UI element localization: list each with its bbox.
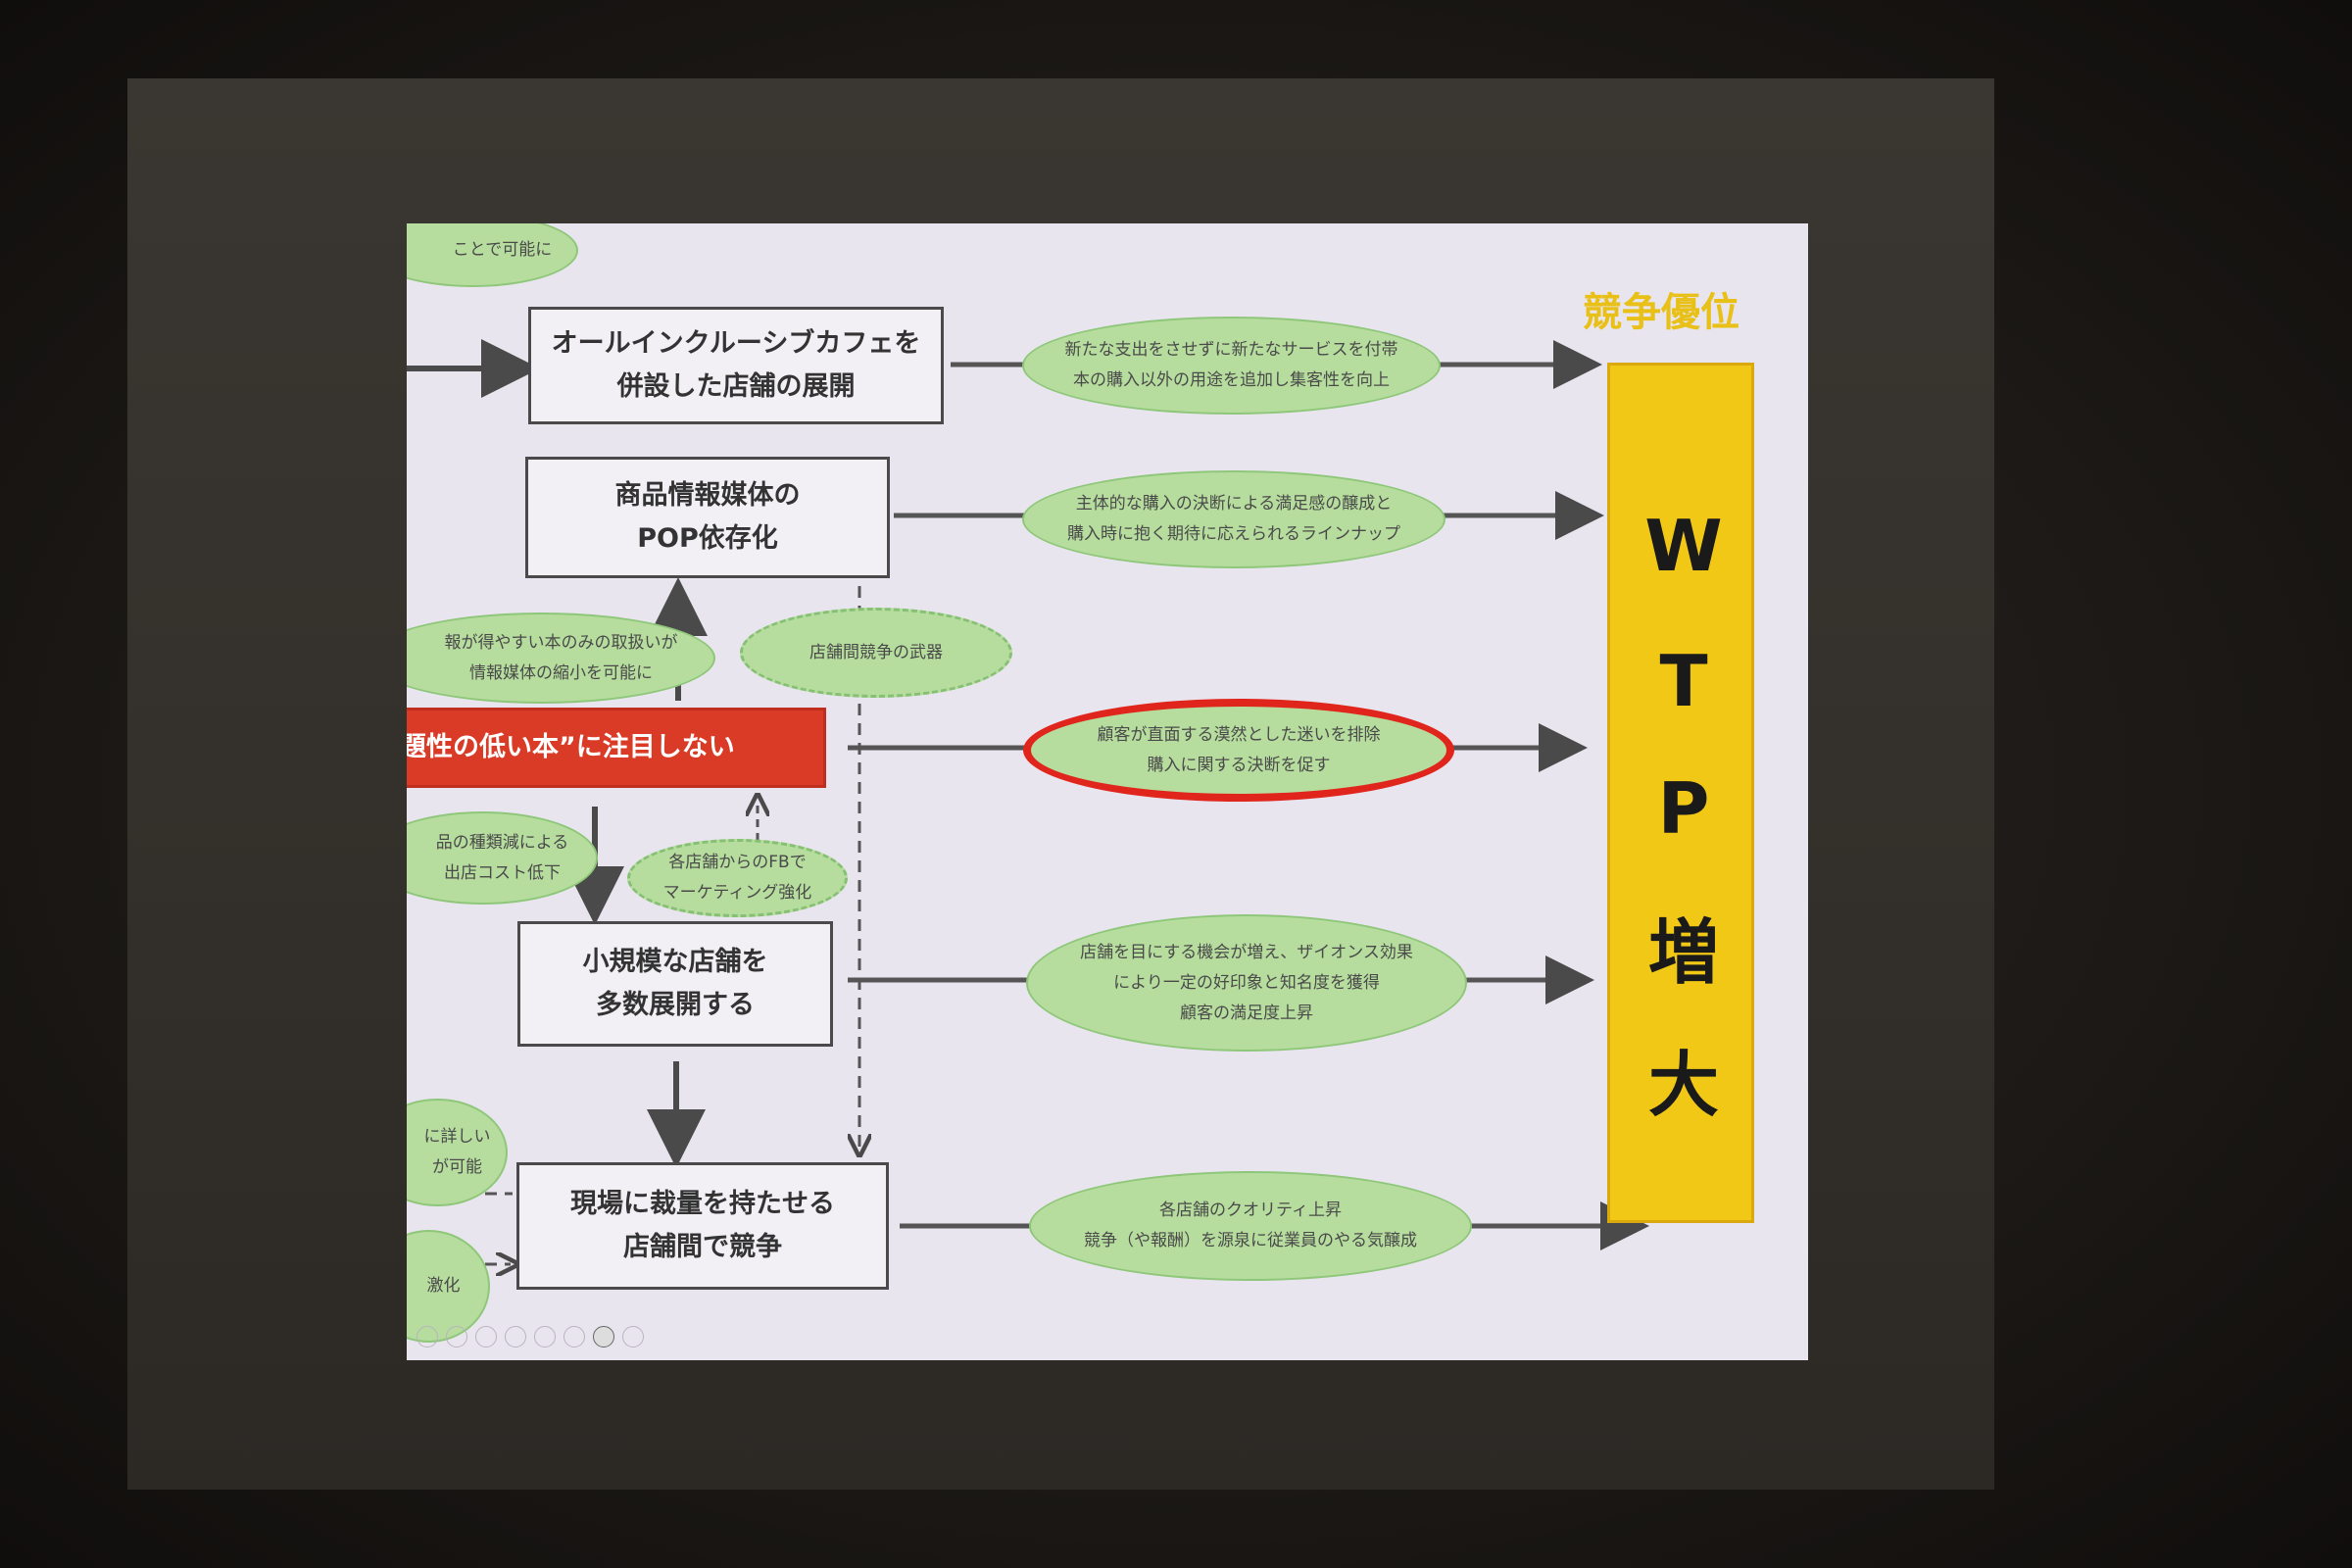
slide: ことで可能に 報が得やすい本のみの取扱いが 情報媒体の縮小を可能に 店舗間競争の… [407,223,1808,1360]
wtp-letter-p: P [1657,767,1710,850]
toolbar-camera-icon[interactable] [593,1326,614,1348]
node-small: 小規模な店舗を 多数展開する [517,921,833,1047]
side-ellipse-fb: 各店舗からのFBで マーケティング強化 [627,839,848,917]
toolbar-prev-icon[interactable] [416,1326,438,1348]
effect-ellipse-1: 新たな支出をさせずに新たなサービスを付帯 本の購入以外の用途を追加し集客性を向上 [1022,317,1441,415]
wtp-letter-zou: 増 [1647,911,1719,994]
slide-title: 競争優位 [1583,290,1740,335]
effect-ellipse-3-highlighted: 顧客が直面する漠然とした迷いを排除 購入に関する決断を促す [1023,699,1454,802]
toolbar-screen-icon[interactable] [564,1326,585,1348]
toolbar-more-icon[interactable] [622,1326,644,1348]
effect-ellipse-4: 店舗を目にする機会が増え、ザイオンス効果 により一定の好印象と知名度を獲得 顧客… [1026,914,1467,1052]
side-ellipse-weapon: 店舗間競争の武器 [740,608,1012,698]
toolbar-zoom-icon[interactable] [534,1326,556,1348]
node-field: 現場に裁量を持たせる 店舗間で競争 [516,1162,889,1290]
effect-ellipse-5: 各店舗のクオリティ上昇 競争（や報酬）を源泉に従業員のやる気醸成 [1029,1171,1472,1281]
toolbar-pen-icon[interactable] [475,1326,497,1348]
side-ellipse-info-reduce: 報が得やすい本のみの取扱いが 情報媒体の縮小を可能に [407,612,715,704]
wtp-bar: W T P 増 大 [1607,363,1754,1223]
node-pop: 商品情報媒体の POP依存化 [525,457,890,578]
wtp-letter-w: W [1644,505,1723,587]
wtp-letter-t: T [1659,640,1708,722]
node-cafe: オールインクルーシブカフェを 併設した店舗の展開 [528,307,944,424]
toolbar-slides-icon[interactable] [505,1326,526,1348]
side-ellipse-cost: 品の種類減による 出店コスト低下 [407,811,598,905]
node-focus: 題性の低い本”に注目しない [407,708,826,788]
effect-ellipse-2: 主体的な購入の決断による満足感の醸成と 購入時に抱く期待に応えられるラインナップ [1022,470,1446,568]
toolbar-next-icon[interactable] [446,1326,467,1348]
wtp-letter-dai: 大 [1647,1044,1719,1126]
